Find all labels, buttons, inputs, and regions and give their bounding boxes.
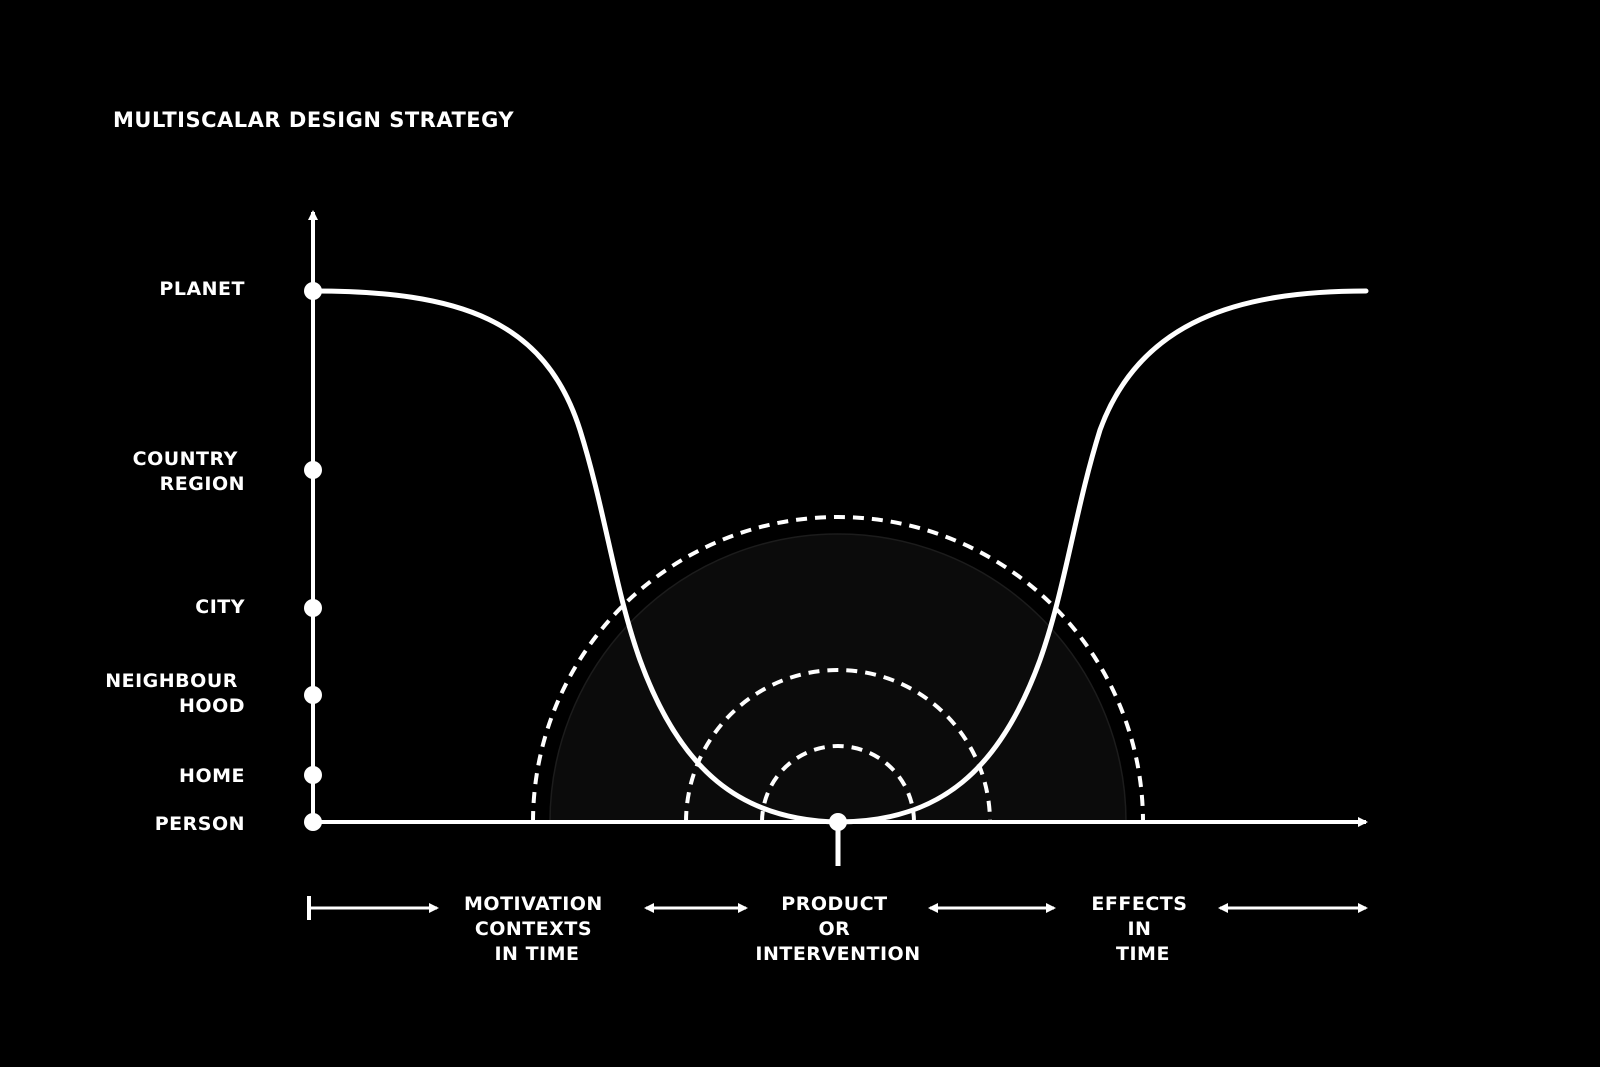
level-label-city: CITY	[195, 596, 245, 618]
level-label-planet: PLANET	[159, 278, 245, 300]
middle-dashed-arc	[684, 668, 992, 823]
phase-label-motivation: MOTIVATION CONTEXTS IN TIME	[464, 893, 610, 965]
intervention-point	[829, 813, 847, 831]
phase-label-effects: EFFECTS IN TIME	[1091, 893, 1194, 965]
level-label-country-region: COUNTRY REGION	[133, 448, 245, 495]
level-dot-planet	[304, 282, 322, 300]
level-dot-country-region	[304, 461, 322, 479]
inner-dashed-arc	[760, 744, 916, 823]
level-label-home: HOME	[179, 765, 245, 787]
timeline: MOTIVATION CONTEXTS IN TIME PRODUCT OR I…	[307, 893, 1368, 965]
level-dot-city	[304, 599, 322, 617]
level-dot-person	[304, 813, 322, 831]
level-dot-home	[304, 766, 322, 784]
influence-half-disc	[549, 533, 1127, 823]
scale-levels: PLANET COUNTRY REGION CITY NEIGHBOUR HOO…	[105, 278, 322, 835]
page-title: MULTISCALAR DESIGN STRATEGY	[113, 108, 515, 132]
level-label-person: PERSON	[155, 813, 245, 835]
outer-dashed-arc	[531, 515, 1145, 823]
phase-label-product: PRODUCT OR INTERVENTION	[755, 893, 920, 965]
level-dot-neighbourhood	[304, 686, 322, 704]
level-label-neighbourhood: NEIGHBOUR HOOD	[105, 670, 245, 717]
